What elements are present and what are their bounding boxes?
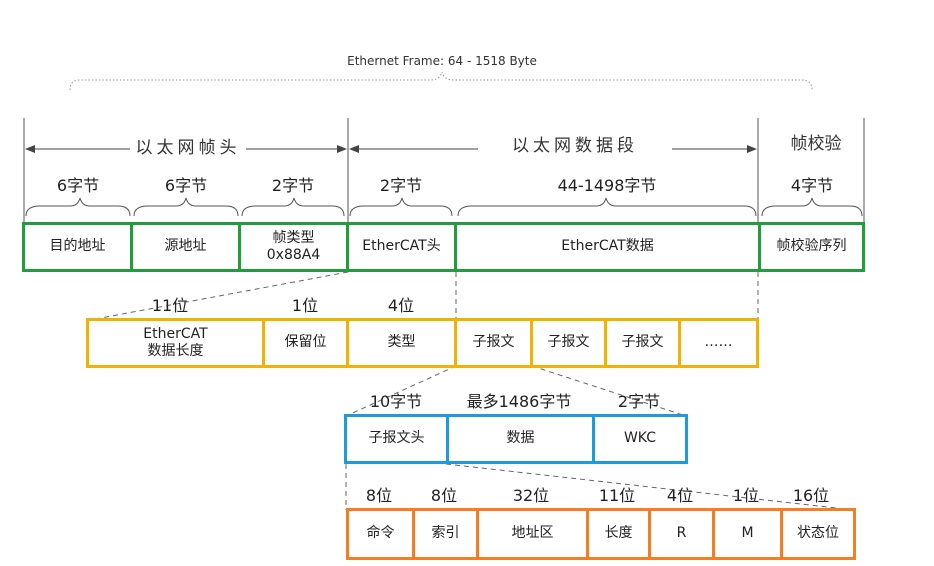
datagram-row: 子报文头 数据 WKC xyxy=(344,414,688,464)
size-label: 4位 xyxy=(666,486,694,505)
size-brace xyxy=(349,197,453,217)
field-ethercat-data-length: EtherCAT 数据长度 xyxy=(89,321,265,365)
field-sub-datagram: 子报文 xyxy=(457,321,533,365)
field-frame-type: 帧类型 0x88A4 xyxy=(241,225,349,269)
size-brace xyxy=(241,197,345,217)
field-wkc: WKC xyxy=(623,430,657,447)
section-label-data: 以太网数据段 xyxy=(478,136,672,157)
size-label: 最多1486字节 xyxy=(466,392,572,411)
size-label: 2字节 xyxy=(617,392,661,411)
size-label: 1位 xyxy=(732,486,760,505)
size-label: 8位 xyxy=(365,486,393,505)
size-label: 4位 xyxy=(387,296,415,315)
size-label: 11位 xyxy=(598,486,636,505)
field-ethercat-header: EtherCAT头 xyxy=(349,225,457,269)
ethernet-frame-row: 目的地址 源地址 帧类型 0x88A4 EtherCAT头 EtherCAT数据… xyxy=(22,222,865,272)
field-sub-datagram: 子报文 xyxy=(607,321,681,365)
field-destination-address: 目的地址 xyxy=(25,225,133,269)
field-index: 索引 xyxy=(415,511,479,557)
size-brace xyxy=(457,197,757,217)
field-sub-datagram: 子报文 xyxy=(533,321,607,365)
field-reserved-bit: 保留位 xyxy=(265,321,349,365)
size-brace xyxy=(761,197,863,217)
size-label: 10字节 xyxy=(369,392,423,411)
size-label: 4字节 xyxy=(790,176,834,195)
size-label: 6字节 xyxy=(56,176,100,195)
size-label: 1位 xyxy=(291,296,319,315)
frame-brace xyxy=(69,71,813,91)
field-status-bits: 状态位 xyxy=(797,525,839,542)
field-datagram-data: 数据 xyxy=(449,417,595,461)
size-brace xyxy=(25,197,131,217)
size-brace xyxy=(133,197,239,217)
field-length: 长度 xyxy=(589,511,651,557)
field-address-area: 地址区 xyxy=(479,511,589,557)
field-source-address: 源地址 xyxy=(133,225,241,269)
section-label-fcs: 帧校验 xyxy=(770,134,862,155)
ethercat-header-row: EtherCAT 数据长度 保留位 类型 子报文 子报文 子报文 …… xyxy=(86,318,759,368)
size-label: 44-1498字节 xyxy=(557,176,657,195)
frame-title: Ethernet Frame: 64 - 1518 Byte xyxy=(347,54,537,68)
section-label-header: 以太网帧头 xyxy=(130,138,246,159)
field-r: R xyxy=(651,511,715,557)
field-m: M xyxy=(715,511,783,557)
size-label: 8位 xyxy=(430,486,458,505)
field-command: 命令 xyxy=(349,511,415,557)
size-label: 2字节 xyxy=(271,176,315,195)
field-more-sub-datagrams: …… xyxy=(704,334,733,351)
field-datagram-header: 子报文头 xyxy=(347,417,449,461)
field-type: 类型 xyxy=(349,321,457,365)
size-label: 6字节 xyxy=(164,176,208,195)
size-label: 16位 xyxy=(792,486,830,505)
field-frame-check-sequence: 帧校验序列 xyxy=(776,238,847,255)
size-label: 32位 xyxy=(512,486,550,505)
field-ethercat-data: EtherCAT数据 xyxy=(457,225,761,269)
size-label: 11位 xyxy=(151,296,189,315)
size-label: 2字节 xyxy=(379,176,423,195)
datagram-header-row: 命令 索引 地址区 长度 R M 状态位 xyxy=(346,508,856,560)
